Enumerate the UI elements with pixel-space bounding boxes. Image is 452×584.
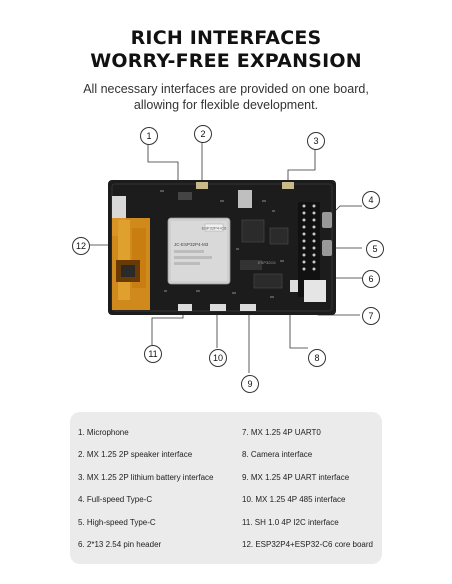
interface-item-7: 7. MX 1.25 4P UART0 <box>242 428 321 437</box>
interface-item-10: 10. MX 1.25 4P 485 interface <box>242 495 346 504</box>
callout-4: 4 <box>362 191 380 209</box>
board-photo: ESP32P4+C6 JC-ESP32P4-M3 <box>88 142 362 373</box>
callout-7: 7 <box>362 307 380 325</box>
svg-text:JC-ESP32P4-M3: JC-ESP32P4-M3 <box>174 242 209 247</box>
callout-3: 3 <box>307 132 325 150</box>
interface-item-1: 1. Microphone <box>78 428 129 437</box>
interface-item-3: 3. MX 1.25 2P lithium battery interface <box>78 473 214 482</box>
headline-line-1: RICH INTERFACES <box>130 27 322 49</box>
interface-list: 1. Microphone 2. MX 1.25 2P speaker inte… <box>70 412 382 564</box>
callout-10: 10 <box>209 349 227 367</box>
callout-5: 5 <box>366 240 384 258</box>
interface-item-12: 12. ESP32P4+ESP32-C6 core board <box>242 540 373 549</box>
svg-text:ESP32C6: ESP32C6 <box>258 260 276 265</box>
subtitle-line-2: allowing for flexible development. <box>133 98 319 112</box>
interface-item-11: 11. SH 1.0 4P I2C interface <box>242 518 339 527</box>
subtitle-line-1: All necessary interfaces are provided on… <box>83 82 369 96</box>
callout-1: 1 <box>140 127 158 145</box>
board-illustration: ESP32P4+C6 JC-ESP32P4-M3 <box>0 120 452 400</box>
callout-9: 9 <box>241 375 259 393</box>
callout-6: 6 <box>362 270 380 288</box>
interface-item-2: 2. MX 1.25 2P speaker interface <box>78 450 193 459</box>
interface-item-4: 4. Full-speed Type-C <box>78 495 153 504</box>
interface-item-9: 9. MX 1.25 4P UART interface <box>242 473 350 482</box>
headline-line-2: WORRY-FREE EXPANSION <box>90 50 362 72</box>
callout-11: 11 <box>144 345 162 363</box>
interface-item-5: 5. High-speed Type-C <box>78 518 156 527</box>
interface-item-6: 6. 2*13 2.54 pin header <box>78 540 162 549</box>
callout-2: 2 <box>194 125 212 143</box>
callout-12: 12 <box>72 237 90 255</box>
svg-text:ESP32P4+C6: ESP32P4+C6 <box>202 226 228 231</box>
interface-item-8: 8. Camera interface <box>242 450 313 459</box>
callout-8: 8 <box>308 349 326 367</box>
